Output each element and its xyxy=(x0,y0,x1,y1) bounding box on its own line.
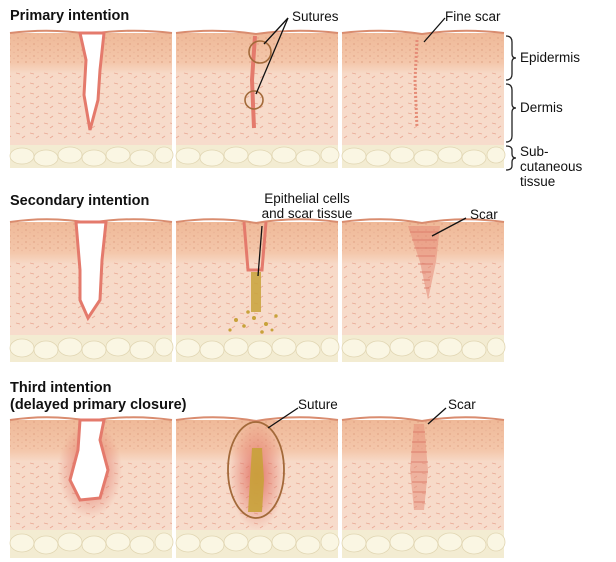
dermis-label: Dermis xyxy=(520,100,563,115)
primary-intention-title: Primary intention xyxy=(10,8,129,25)
primary-panel-open-wound xyxy=(10,31,173,168)
third-panel-open-wound xyxy=(10,417,173,558)
secondary-panel-healed xyxy=(342,219,505,362)
epithelial-cells-label: Epithelial cells and scar tissue xyxy=(251,191,363,221)
third-intention-subtitle: (delayed primary closure) xyxy=(10,397,187,414)
primary-panel-sutured xyxy=(176,31,339,168)
sutures-label: Sutures xyxy=(292,9,339,24)
epidermis-label: Epidermis xyxy=(520,50,580,65)
third-suture-label: Suture xyxy=(298,397,338,412)
fine-scar-label: Fine scar xyxy=(445,9,501,24)
layer-braces xyxy=(506,36,516,170)
secondary-panel-granulating xyxy=(176,219,339,362)
third-panel-sutured xyxy=(176,417,339,558)
secondary-panel-open-wound xyxy=(10,219,173,362)
secondary-intention-title: Secondary intention xyxy=(10,193,149,210)
third-intention-title: Third intention xyxy=(10,380,111,397)
third-panel-healed xyxy=(342,417,505,558)
primary-panel-healed xyxy=(342,31,505,168)
subcutaneous-label: Sub- cutaneous tissue xyxy=(520,144,582,189)
secondary-scar-label: Scar xyxy=(470,207,498,222)
third-scar-label: Scar xyxy=(448,397,476,412)
